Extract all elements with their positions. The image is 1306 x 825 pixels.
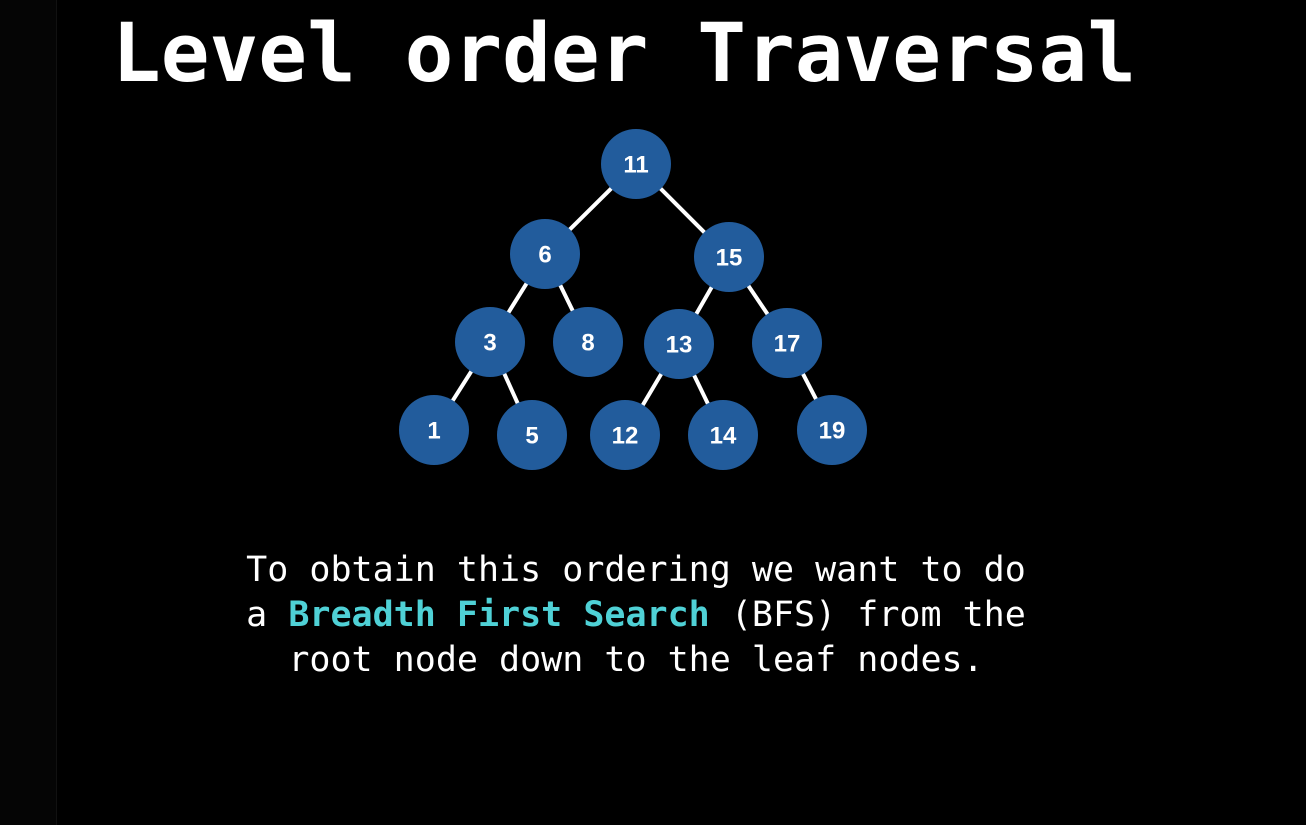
tree-node-circle	[601, 129, 671, 199]
tree-node-label: 8	[581, 330, 594, 357]
tree-node-5: 5	[497, 400, 567, 470]
tree-edge-n13-n12	[639, 370, 665, 409]
tree-node-1: 1	[399, 395, 469, 465]
tree-node-circle	[553, 307, 623, 377]
tree-node-circle	[497, 400, 567, 470]
caption-line-2: a Breadth First Search (BFS) from the	[0, 593, 1272, 638]
tree-node-label: 19	[819, 418, 846, 445]
bfs-highlight: Breadth First Search	[288, 595, 710, 635]
tree-node-19: 19	[797, 395, 867, 465]
slide-caption: To obtain this ordering we want to do a …	[0, 548, 1272, 683]
tree-node-label: 15	[716, 245, 743, 272]
tree-node-circle	[590, 400, 660, 470]
tree-node-circle	[399, 395, 469, 465]
caption-line-3: root node down to the leaf nodes.	[288, 640, 984, 680]
tree-node-circle	[694, 222, 764, 292]
tree-node-circle	[688, 400, 758, 470]
tree-node-label: 1	[427, 418, 440, 445]
tree-node-label: 14	[710, 423, 737, 450]
tree-node-3: 3	[455, 307, 525, 377]
tree-node-label: 12	[612, 423, 639, 450]
tree-node-circle	[510, 219, 580, 289]
tree-edge-n17-n19	[800, 370, 819, 403]
tree-node-circle	[797, 395, 867, 465]
tree-node-label: 3	[483, 330, 496, 357]
tree-edge-n3-n5	[501, 370, 521, 407]
tree-edge-n3-n1	[449, 367, 475, 405]
tree-node-6: 6	[510, 219, 580, 289]
tree-node-13: 13	[644, 309, 714, 379]
tree-node-label: 6	[538, 242, 551, 269]
tree-node-15: 15	[694, 222, 764, 292]
caption-line-1: To obtain this ordering we want to do	[246, 550, 1026, 590]
tree-edge-n6-n3	[505, 279, 530, 317]
tree-node-14: 14	[688, 400, 758, 470]
tree-node-label: 13	[666, 332, 693, 359]
tree-node-label: 5	[525, 423, 538, 450]
tree-node-12: 12	[590, 400, 660, 470]
tree-node-17: 17	[752, 308, 822, 378]
tree-node-circle	[455, 307, 525, 377]
tree-node-11: 11	[601, 129, 671, 199]
tree-node-circle	[752, 308, 822, 378]
tree-node-circle	[644, 309, 714, 379]
tree-edge-n11-n6	[566, 185, 615, 233]
caption-line-2-prefix: a	[246, 595, 289, 635]
tree-node-label: 11	[623, 152, 648, 179]
tree-edge-n11-n15	[657, 185, 708, 236]
tree-node-label: 17	[774, 331, 801, 358]
tree-edge-n6-n8	[557, 281, 576, 315]
tree-edge-n15-n13	[693, 283, 715, 318]
left-edge-strip	[0, 0, 57, 825]
tree-edges	[449, 185, 819, 409]
caption-line-2-suffix: (BFS) from the	[709, 595, 1026, 635]
slide-title: Level order Traversal	[112, 7, 1137, 101]
tree-edge-n15-n17	[745, 282, 771, 318]
tree-edge-n13-n14	[691, 371, 711, 408]
tree-node-8: 8	[553, 307, 623, 377]
